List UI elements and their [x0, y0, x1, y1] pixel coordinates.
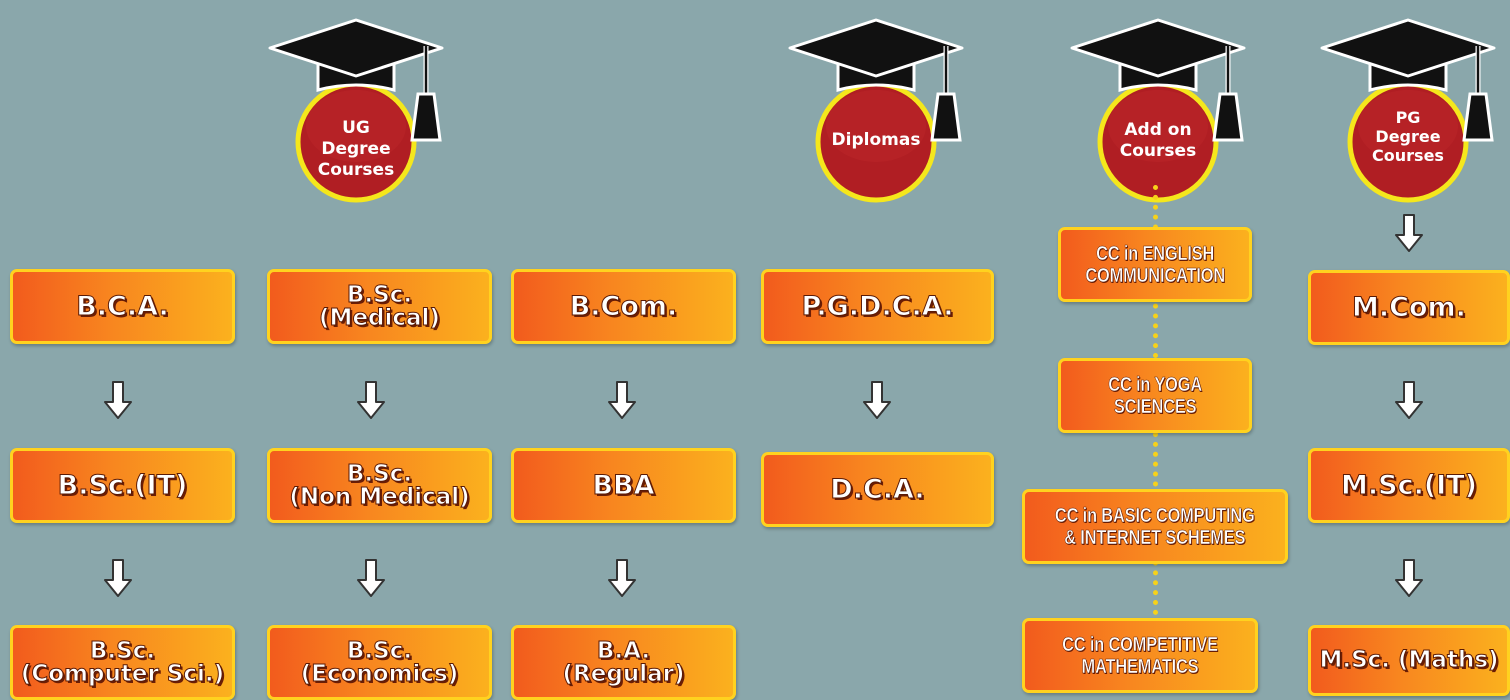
course-bsc-economics[interactable]: B.Sc. (Economics): [267, 625, 492, 700]
diplomas-badge: Diplomas: [786, 14, 966, 204]
course-cc-basic-computing[interactable]: CC in BASIC COMPUTING & INTERNET SCHEMES: [1022, 489, 1288, 564]
pg-degree-badge: PG Degree Courses: [1318, 14, 1498, 204]
course-bsc-computer-sci[interactable]: B.Sc. (Computer Sci.): [10, 625, 235, 700]
course-bsc-medical[interactable]: B.Sc. (Medical): [267, 269, 492, 344]
down-arrow-icon: [356, 558, 386, 598]
down-arrow-icon: [1394, 380, 1424, 420]
course-pgdca[interactable]: P.G.D.C.A.: [761, 269, 994, 344]
down-arrow-icon: [356, 380, 386, 420]
course-bsc-it[interactable]: B.Sc.(IT): [10, 448, 235, 523]
course-dca[interactable]: D.C.A.: [761, 452, 994, 527]
course-bsc-non-medical[interactable]: B.Sc. (Non Medical): [267, 448, 492, 523]
course-ba-regular[interactable]: B.A. (Regular): [511, 625, 736, 700]
course-cc-competitive-math-label: CC in COMPETITIVE MATHEMATICS: [1062, 633, 1218, 678]
course-cc-yoga[interactable]: CC in YOGA SCIENCES: [1058, 358, 1252, 433]
course-cc-english-label: CC in ENGLISH COMMUNICATION: [1085, 242, 1225, 287]
graduation-cap-icon: [786, 14, 966, 204]
down-arrow-icon: [103, 380, 133, 420]
ug-degree-label: UG Degree Courses: [317, 118, 395, 180]
graduation-cap-icon: [1068, 14, 1248, 204]
course-bba[interactable]: BBA: [511, 448, 736, 523]
addon-courses-label: Add on Courses: [1119, 120, 1197, 161]
pg-degree-label: PG Degree Courses: [1372, 108, 1444, 165]
course-mcom[interactable]: M.Com.: [1308, 270, 1510, 345]
addon-courses-badge: Add on Courses: [1068, 14, 1248, 204]
course-msc-it[interactable]: M.Sc.(IT): [1308, 448, 1510, 523]
down-arrow-icon: [862, 380, 892, 420]
ug-degree-badge: UG Degree Courses: [266, 14, 446, 204]
down-arrow-icon: [607, 380, 637, 420]
course-cc-english[interactable]: CC in ENGLISH COMMUNICATION: [1058, 227, 1252, 302]
down-arrow-icon: [1394, 558, 1424, 598]
down-arrow-icon: [1394, 213, 1424, 253]
course-cc-yoga-label: CC in YOGA SCIENCES: [1108, 373, 1202, 418]
course-cc-competitive-math[interactable]: CC in COMPETITIVE MATHEMATICS: [1022, 618, 1258, 693]
course-msc-maths[interactable]: M.Sc. (Maths): [1308, 625, 1510, 696]
course-bcom[interactable]: B.Com.: [511, 269, 736, 344]
course-bca[interactable]: B.C.A.: [10, 269, 235, 344]
down-arrow-icon: [607, 558, 637, 598]
down-arrow-icon: [103, 558, 133, 598]
diplomas-label: Diplomas: [831, 130, 921, 150]
course-cc-basic-computing-label: CC in BASIC COMPUTING & INTERNET SCHEMES: [1055, 504, 1255, 549]
